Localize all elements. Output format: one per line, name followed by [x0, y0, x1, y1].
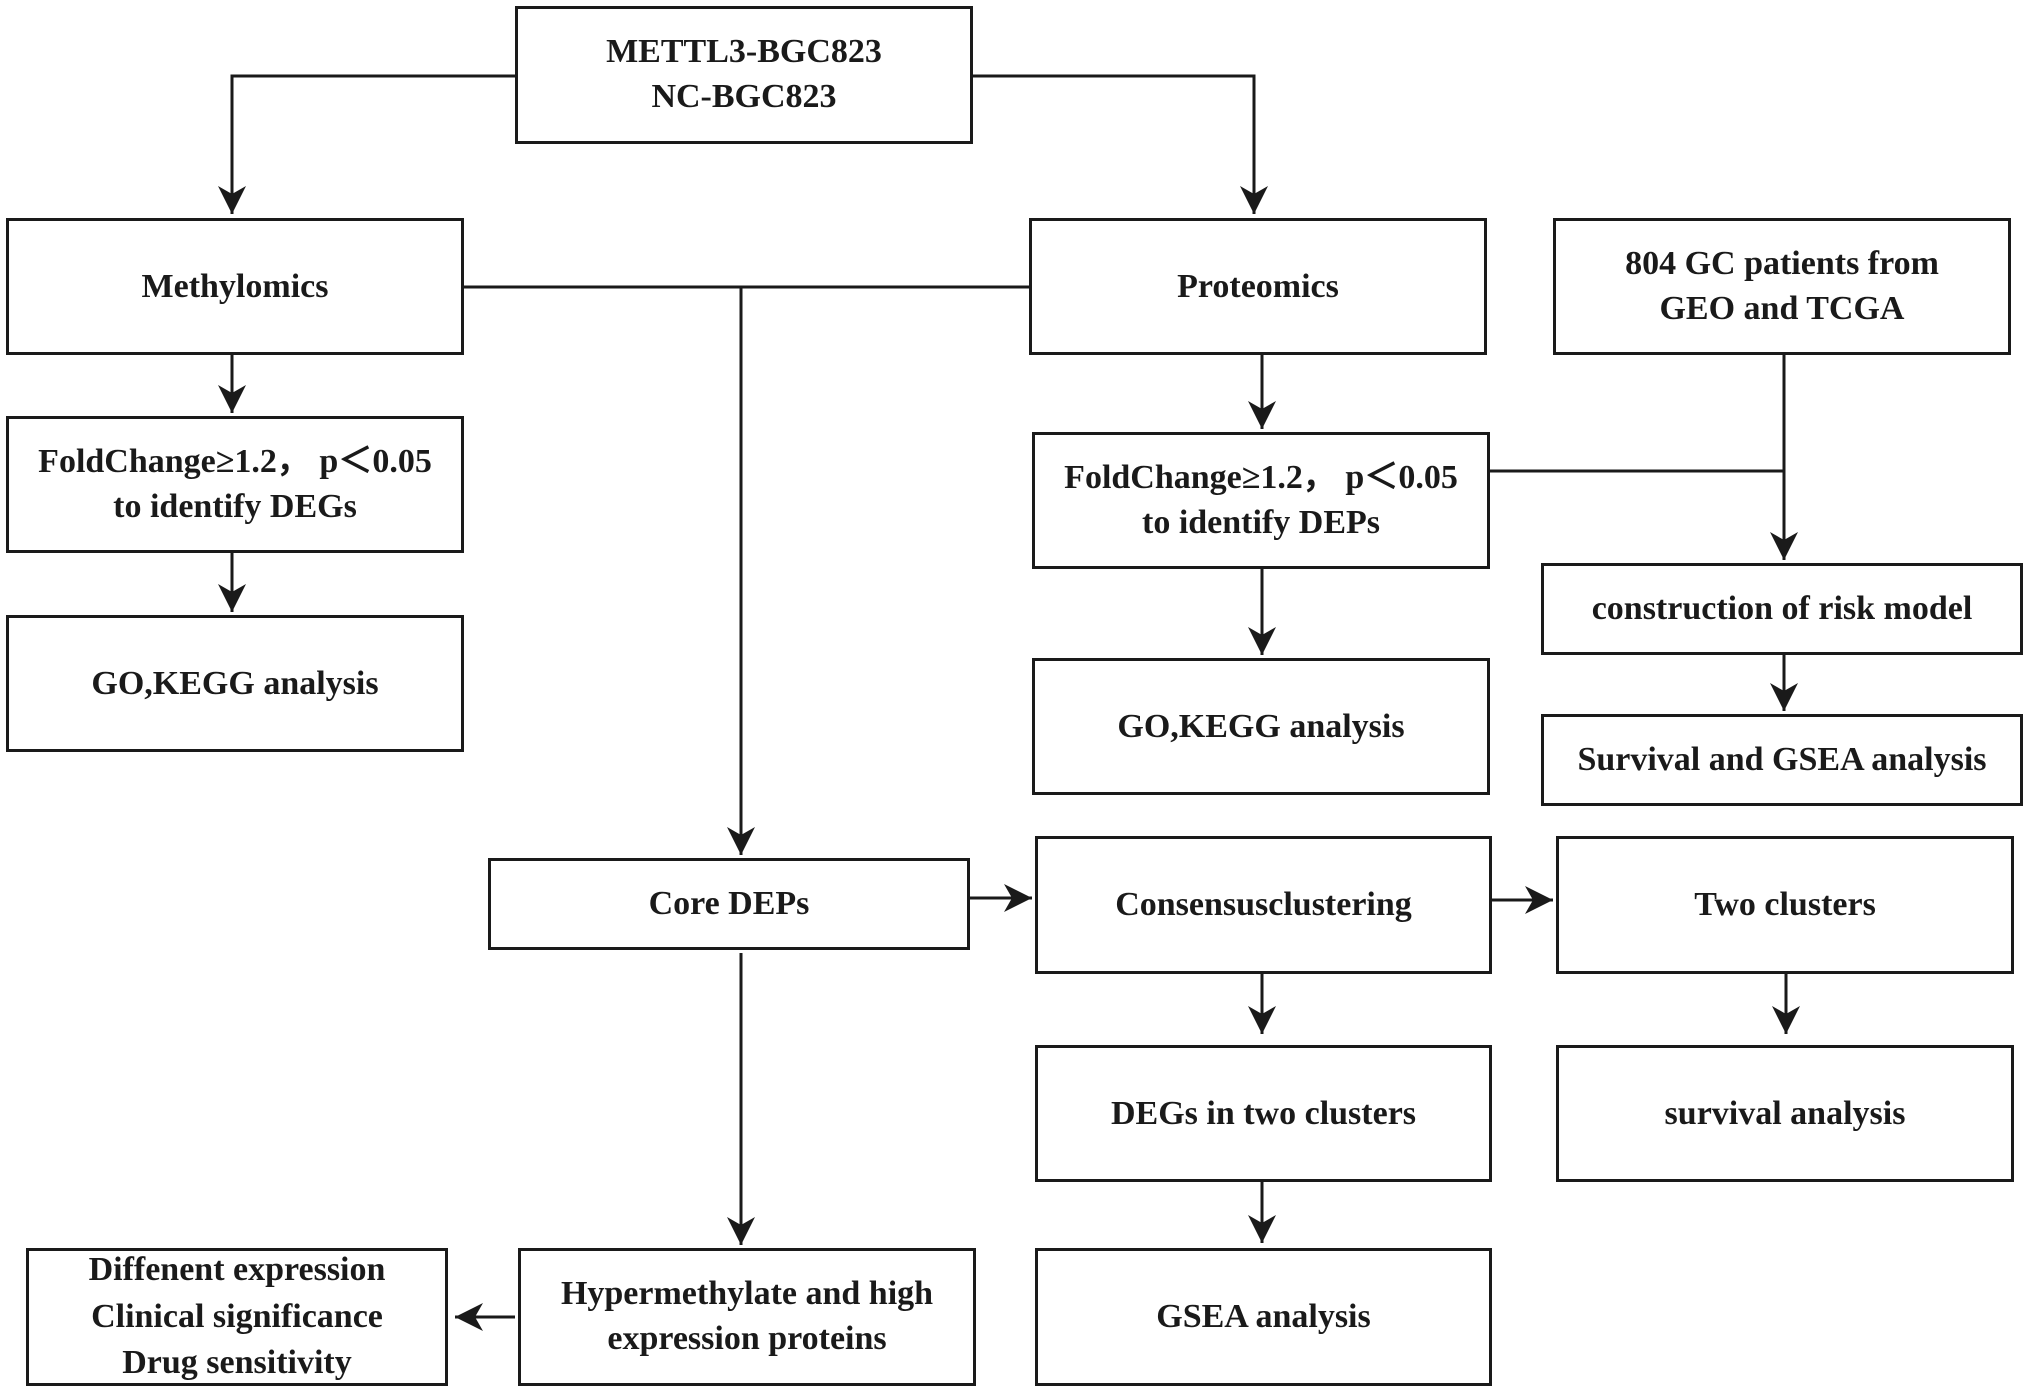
node-line: GSEA analysis [1156, 1298, 1371, 1336]
node-line: Methylomics [141, 267, 329, 305]
node-line: Diffenent expression [88, 1250, 386, 1288]
node-line: construction of risk model [1591, 590, 1973, 628]
node-line: expression proteins [607, 1320, 887, 1357]
node-line: GO,KEGG analysis [1117, 707, 1405, 745]
node-line: FoldChange≥1.2， p＜0.05 [38, 442, 432, 480]
node-gc-patients: 804 GC patients from GEO and TCGA [1553, 218, 2011, 355]
node-line: Proteomics [1177, 267, 1339, 305]
node-survival-analysis: survival analysis [1556, 1045, 2014, 1182]
node-methylomics: Methylomics [6, 218, 464, 355]
node-degs-two-clusters: DEGs in two clusters [1035, 1045, 1492, 1182]
node-two-clusters: Two clusters [1556, 836, 2014, 974]
node-line: Consensusclustering [1115, 886, 1412, 924]
arrow-root-to-proteomics [973, 74, 1268, 214]
node-line: NC-BGC823 [651, 78, 837, 115]
node-survival-gsea: Survival and GSEA analysis [1541, 714, 2023, 806]
node-core-deps: Core DEPs [488, 858, 970, 950]
node-go-kegg-right: GO,KEGG analysis [1032, 658, 1490, 795]
node-degs-filter: FoldChange≥1.2， p＜0.05 to identify DEGs [6, 416, 464, 553]
node-line: Drug sensitivity [122, 1344, 352, 1382]
node-line: Hypermethylate and high [560, 1275, 934, 1313]
node-line: DEGs in two clusters [1110, 1094, 1417, 1132]
node-go-kegg-left: GO,KEGG analysis [6, 615, 464, 752]
node-line: GO,KEGG analysis [91, 664, 379, 702]
node-line: to identify DEGs [113, 487, 357, 525]
node-line: to identify DEPs [1142, 503, 1380, 541]
node-line: Two clusters [1694, 886, 1876, 924]
node-line: Survival and GSEA analysis [1577, 741, 1987, 779]
node-line: GEO and TCGA [1659, 289, 1905, 327]
node-line: METTL3-BGC823 [606, 33, 882, 71]
node-gsea-analysis: GSEA analysis [1035, 1248, 1492, 1386]
node-proteomics: Proteomics [1029, 218, 1487, 355]
node-line: FoldChange≥1.2， p＜0.05 [1064, 458, 1458, 496]
arrow-root-to-methylomics [218, 74, 515, 214]
node-risk-model: construction of risk model [1541, 563, 2023, 655]
node-hypermethylate-proteins: Hypermethylate and high expression prote… [518, 1248, 976, 1386]
node-line: Core DEPs [648, 885, 810, 923]
node-diff-expression: Diffenent expression Clinical significan… [26, 1248, 448, 1386]
node-line: survival analysis [1664, 1094, 1906, 1132]
node-root-cell-lines: METTL3-BGC823 NC-BGC823 [515, 6, 973, 144]
node-consensus-clustering: Consensusclustering [1035, 836, 1492, 974]
node-line: Clinical significance [91, 1297, 383, 1335]
node-line: 804 GC patients from [1625, 244, 1939, 282]
node-deps-filter: FoldChange≥1.2， p＜0.05 to identify DEPs [1032, 432, 1490, 569]
